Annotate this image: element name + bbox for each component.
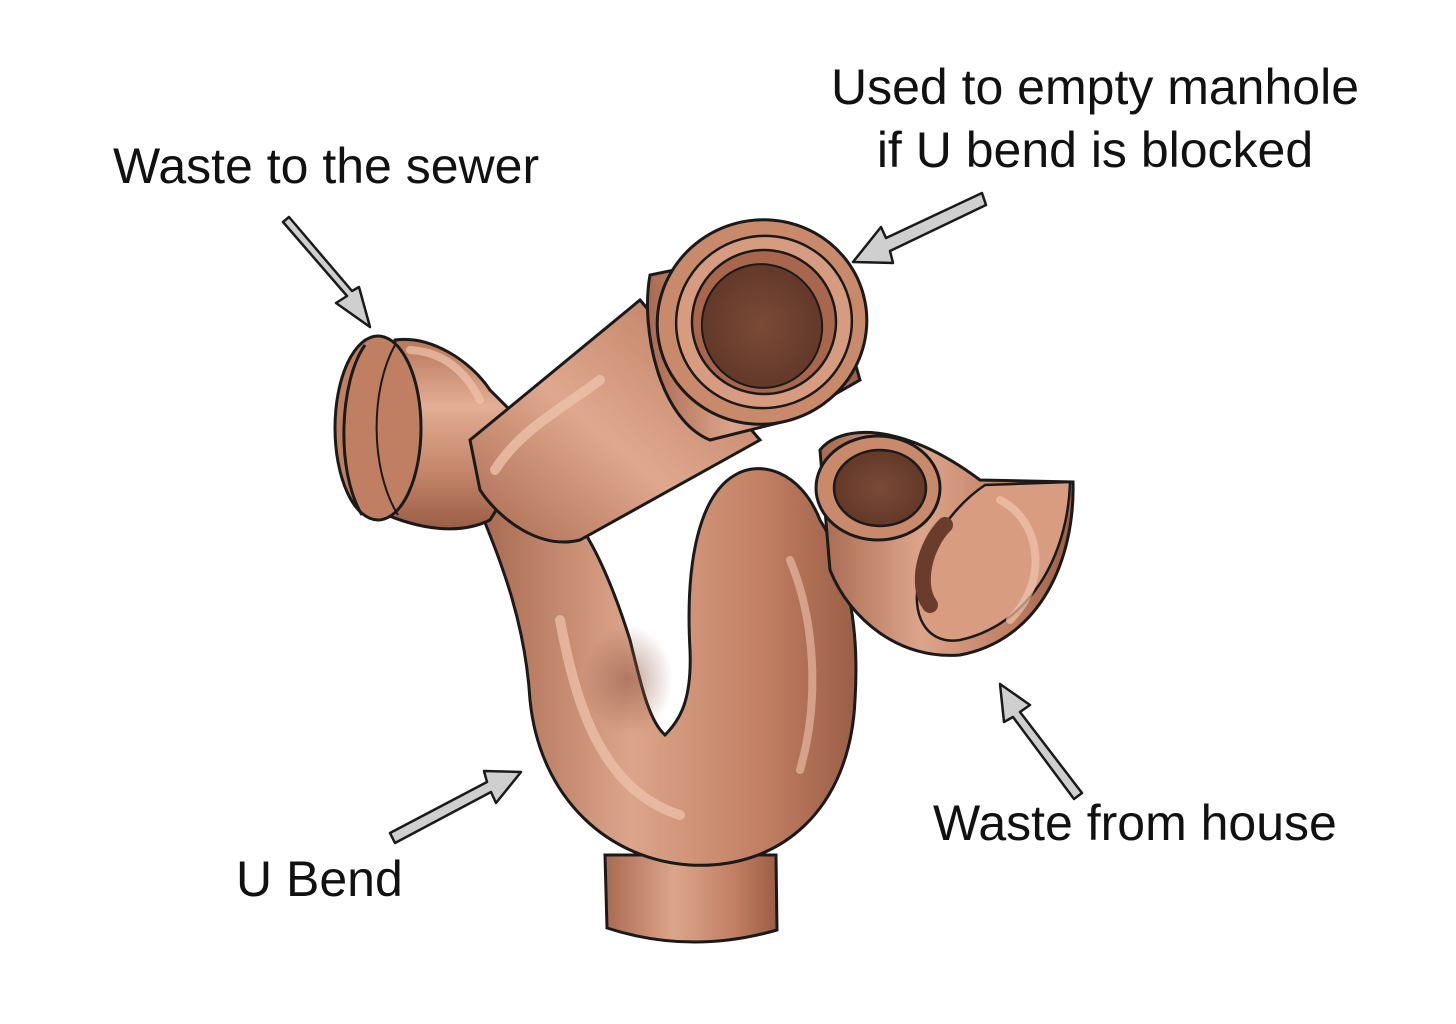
label-u-bend: U Bend <box>236 851 403 907</box>
arrow-waste-from-house <box>998 682 1084 801</box>
u-bend <box>477 467 858 867</box>
arrow-waste-to-sewer <box>281 215 372 329</box>
label-waste-to-sewer: Waste to the sewer <box>113 138 540 194</box>
arrow-u-bend <box>388 769 523 845</box>
label-manhole-line2: if U bend is blocked <box>876 121 1314 178</box>
arrow-manhole-access <box>851 191 988 265</box>
bottom-outlet-pipe <box>603 853 779 944</box>
access-socket <box>646 218 869 442</box>
label-manhole-access: Used to empty manhole if U bend is block… <box>795 56 1395 181</box>
label-waste-from-house: Waste from house <box>933 795 1337 851</box>
label-manhole-line1: Used to empty manhole <box>830 59 1360 115</box>
house-inlet-socket <box>814 430 1075 657</box>
